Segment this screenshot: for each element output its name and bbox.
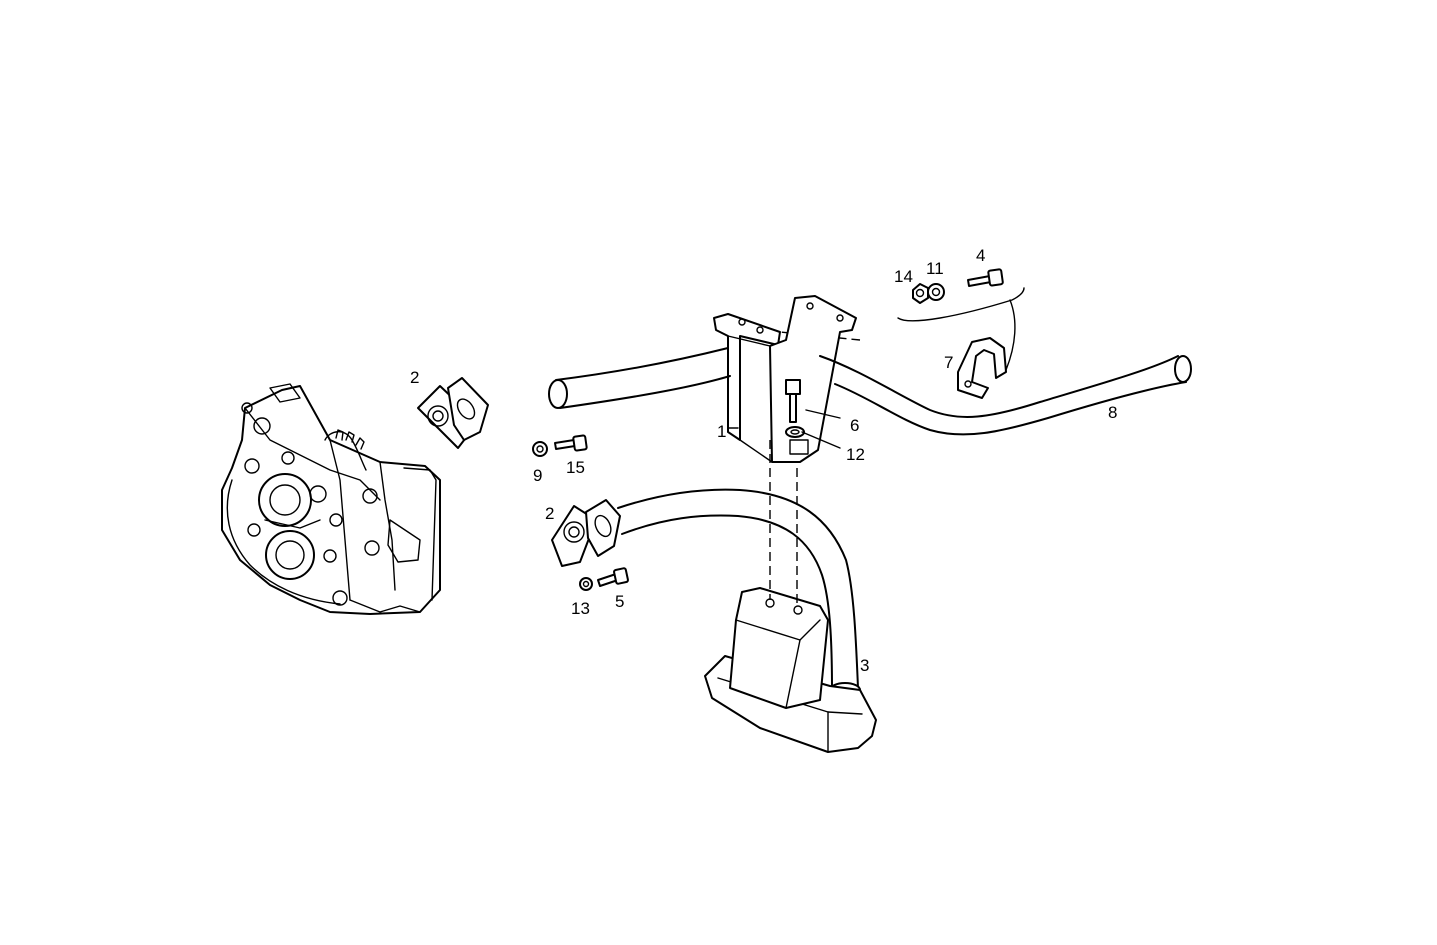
callout-3: 3 bbox=[860, 656, 869, 675]
pipe-clamp bbox=[957, 337, 1007, 399]
callout-15: 15 bbox=[566, 458, 585, 477]
callout-2-upper: 2 bbox=[410, 368, 419, 387]
callout-14: 14 bbox=[894, 267, 913, 286]
callout-2-lower: 2 bbox=[545, 504, 554, 523]
pressure-pipe bbox=[548, 347, 1192, 436]
callout-labels: 1 2 2 3 4 5 6 7 8 9 11 12 13 14 15 bbox=[410, 246, 1117, 675]
callout-12: 12 bbox=[846, 445, 865, 464]
washer-9 bbox=[532, 441, 548, 457]
washer-11 bbox=[927, 283, 945, 301]
callout-6: 6 bbox=[850, 416, 859, 435]
oil-pump-housing bbox=[221, 383, 441, 615]
bolt-4 bbox=[967, 268, 1004, 287]
callout-4: 4 bbox=[976, 246, 985, 265]
bolt-6 bbox=[785, 379, 801, 423]
bolt-15 bbox=[554, 434, 588, 452]
callout-13: 13 bbox=[571, 599, 590, 618]
washer-12 bbox=[785, 426, 805, 438]
callout-1: 1 bbox=[717, 422, 726, 441]
lower-flange-gasket bbox=[551, 499, 621, 567]
callout-8: 8 bbox=[1108, 403, 1117, 422]
strainer-housing bbox=[704, 587, 877, 753]
callout-9: 9 bbox=[533, 466, 542, 485]
callout-7: 7 bbox=[944, 353, 953, 372]
washer-13 bbox=[579, 577, 593, 591]
clamp-kit-bracket-line bbox=[897, 287, 1025, 371]
upper-flange-gasket bbox=[417, 377, 489, 449]
bolt-5 bbox=[597, 567, 629, 587]
bracket bbox=[713, 295, 857, 463]
leader-lines bbox=[727, 409, 841, 449]
nut-14 bbox=[912, 283, 929, 304]
callout-5: 5 bbox=[615, 592, 624, 611]
callout-11: 11 bbox=[926, 259, 944, 278]
